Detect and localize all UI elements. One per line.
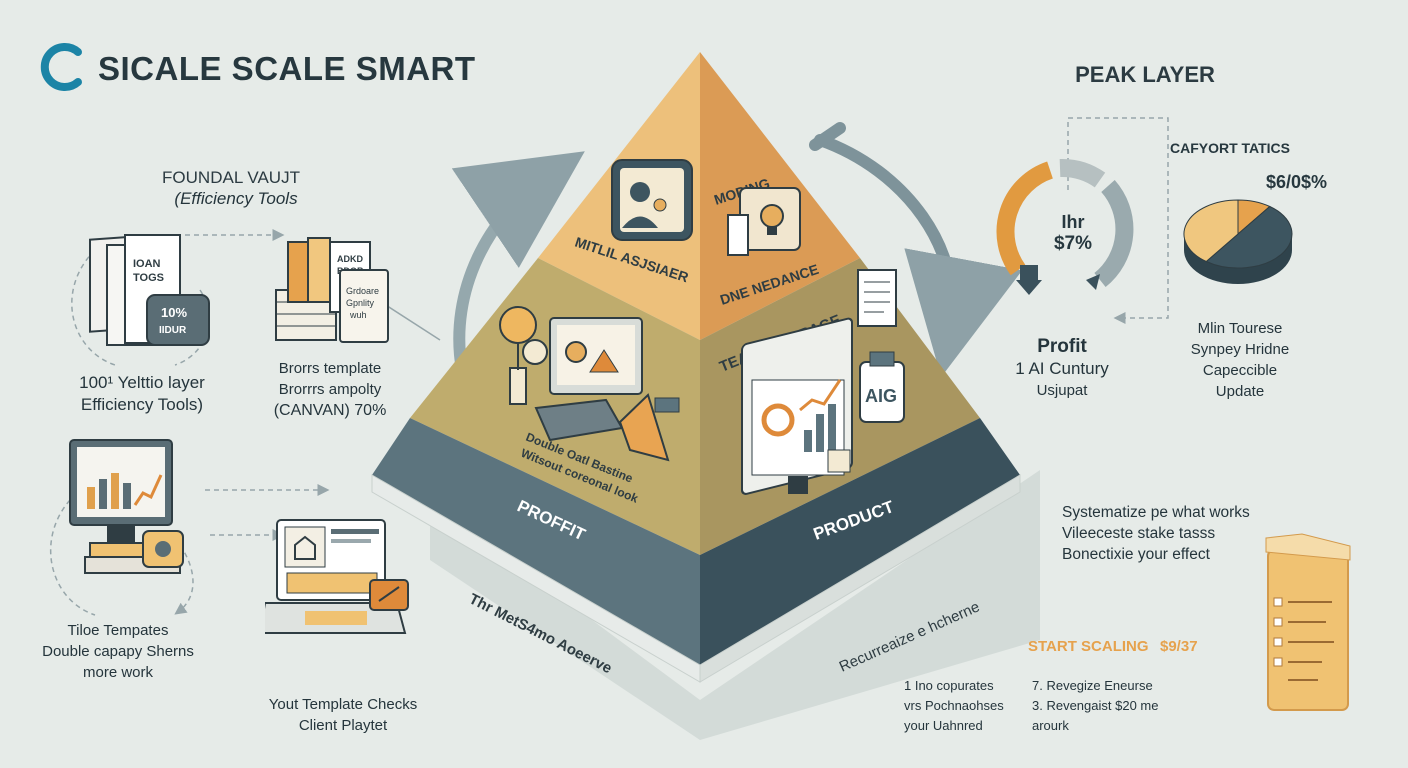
start-scaling-value: $9/37 [1160,638,1198,655]
peak-title: PEAK LAYER [1075,62,1215,87]
label-ai: AIG [865,386,897,406]
cycle-arrow-right [814,134,1023,378]
badge-label-2: IIDUR [159,325,187,336]
pyramid-base-right [700,418,1020,665]
pyramid-base-left [372,418,700,665]
book-label-1: IOAN [133,258,161,270]
c-logo-icon [40,43,82,91]
monitor-chart-icon [69,439,184,574]
dashboard-icon [741,269,905,495]
gauge-value: $7% [1053,233,1093,254]
pie-slices [1183,199,1293,284]
binders-icon: ADKD BDOB Grdoare Gpnlity wuh [275,237,389,343]
pyramid-shadow [430,470,1040,740]
books-icon: IOAN TOGS 10% IIDUR [89,234,210,346]
foundation-subtitle: (Efficiency Tools [174,189,298,208]
pie-side [1184,234,1292,284]
lightbulb-icon [727,187,801,256]
foundation-title: FOUNDAL VAUJT [162,168,300,187]
laptop-icon [265,519,409,634]
card-label-2: Gpnlity [346,298,375,308]
brand-title: SICALE SCALE SMART [98,50,476,87]
badge-label-1: 10% [161,305,187,320]
gauge-line1: Ihr [1061,212,1085,232]
card-label-1: Grdoare [346,286,379,296]
binder-label-1: ADKD [337,254,363,264]
tactics-title: CAFYORT TATICS [1169,140,1291,156]
gauge-icon [996,158,1134,295]
portrait-icon [611,159,693,241]
start-scaling-label: START SCALING [1028,638,1149,655]
label-recurreaize: Recurreaize e hcherne [837,598,983,675]
pie-value: $6/0$% [1266,172,1328,192]
desk-computer-icon [499,306,680,462]
pie-slice-2 [1205,205,1293,269]
cycle-arrow-left [451,151,585,376]
pie-slice-3 [1183,199,1239,263]
book-label-2: TOGS [133,272,164,284]
checklist-icon [1265,533,1351,711]
card-label-3: wuh [349,310,367,320]
pie-chart [1183,199,1293,284]
